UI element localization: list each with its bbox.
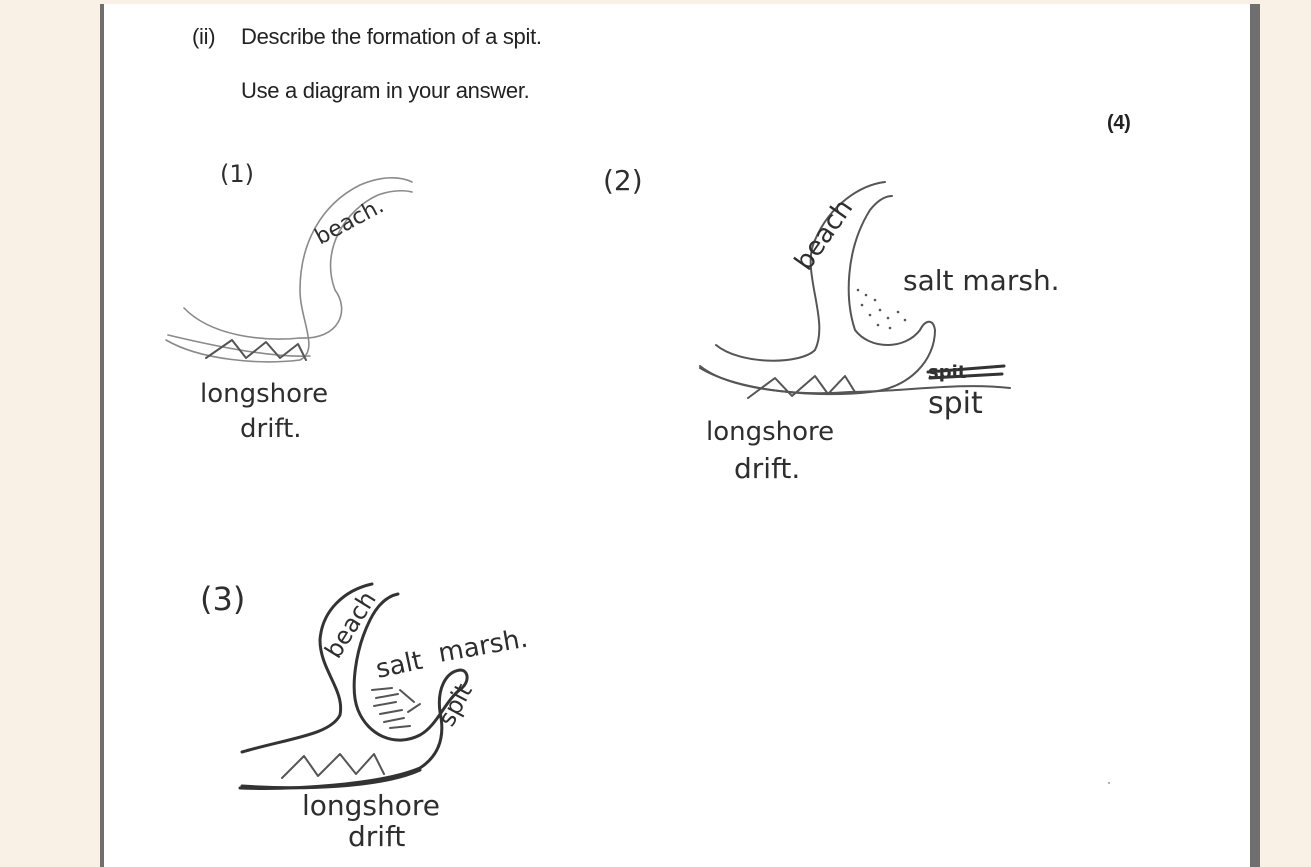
diagram-2-number: (2)	[603, 164, 643, 197]
diagram-2-salt-marsh-label: salt marsh.	[903, 264, 1060, 297]
diagram-3-marsh-hatching	[372, 688, 420, 728]
diagram-2-drift-label-2: drift.	[734, 452, 800, 485]
diagram-3-number: (3)	[200, 580, 245, 618]
diagram-1-beach-label: beach.	[311, 193, 388, 250]
diagram-1: (1) beach. longshore drift.	[166, 160, 412, 444]
diagram-1-drift-label-2: drift.	[240, 414, 302, 444]
diagram-3: (3) beach salt marsh. spit longshore dri…	[200, 580, 530, 853]
stray-mark	[1108, 782, 1110, 784]
diagram-1-number: (1)	[220, 160, 254, 188]
diagram-3-salt-label: salt	[373, 646, 425, 685]
diagram-3-drift-label-2: drift	[348, 820, 405, 853]
diagram-3-spit-label: spit	[433, 679, 478, 731]
diagram-1-drift-label-1: longshore	[200, 379, 328, 409]
diagram-2-marsh-dots	[857, 289, 907, 330]
diagram-2-spit-label: spit	[928, 386, 983, 421]
diagram-3-marsh-label: marsh.	[436, 624, 530, 669]
diagram-3-beach-label: beach	[319, 586, 381, 663]
diagram-2: (2) beach salt marsh. spit spit longshor…	[603, 164, 1060, 485]
diagram-2-beach-label: beach	[789, 194, 859, 276]
diagram-3-drift-zigzag	[282, 754, 384, 778]
diagram-3-drift-label-1: longshore	[302, 789, 440, 822]
diagram-2-drift-label-1: longshore	[706, 417, 834, 447]
diagram-1-drift-zigzag	[206, 340, 306, 360]
